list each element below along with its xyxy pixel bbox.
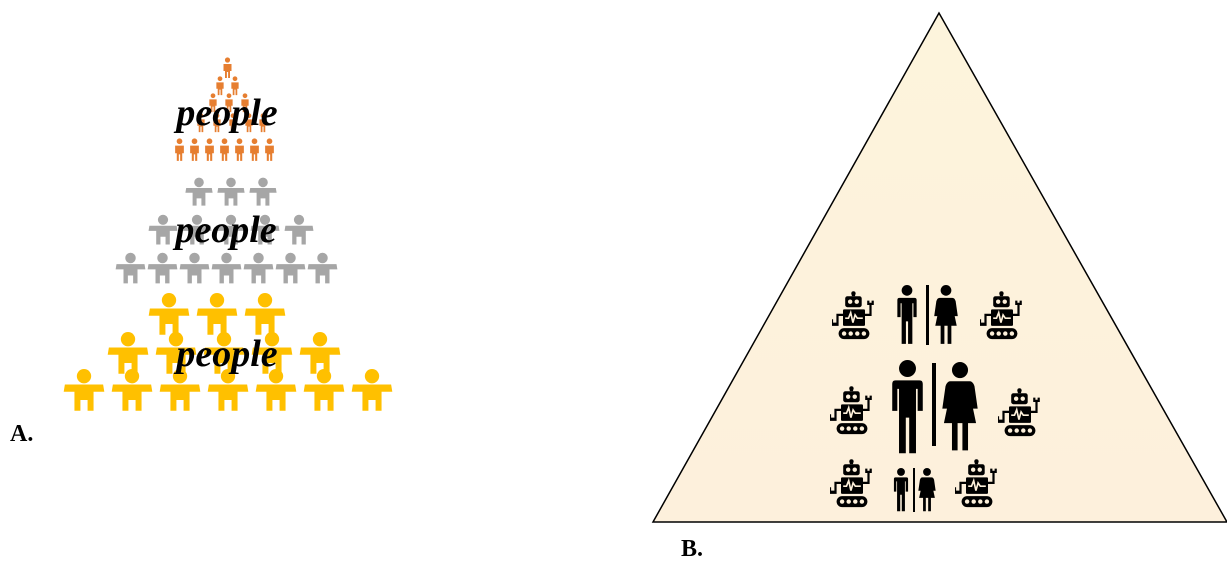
panel-label-a: A. (10, 421, 34, 447)
tier-word-bottom: people (176, 333, 278, 375)
panel-label-b: B. (681, 536, 704, 562)
divider-line (932, 363, 936, 446)
icon-row-top (832, 285, 1023, 345)
tier-word-middle: people (175, 209, 277, 251)
icon-row-middle (830, 360, 1041, 454)
icon-row-bottom (830, 458, 998, 512)
tier-word-top: people (176, 92, 278, 134)
divider-line (913, 468, 915, 512)
triangle-shape (651, 11, 1227, 523)
divider-line (926, 285, 929, 345)
human-robot-pyramid (651, 11, 1227, 523)
